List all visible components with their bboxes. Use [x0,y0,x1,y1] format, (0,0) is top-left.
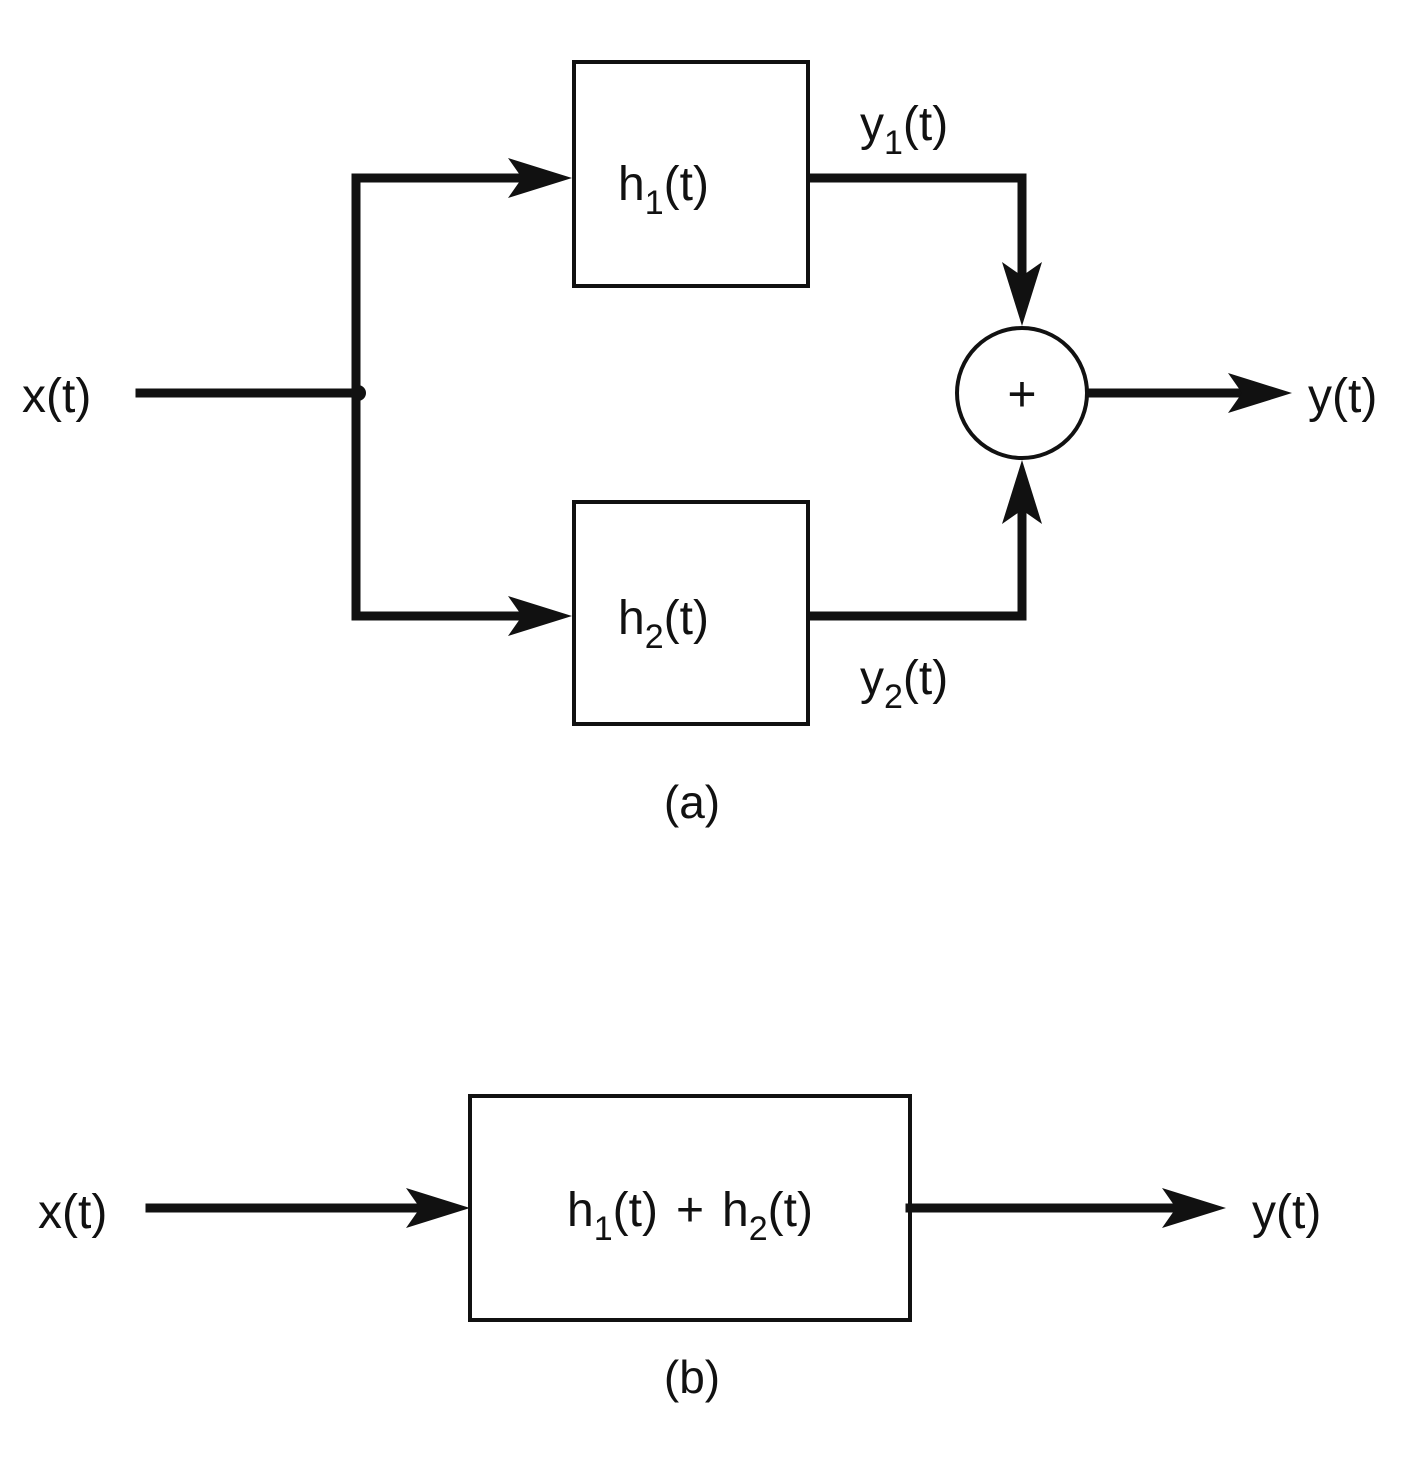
block-h1-label: h1(t) [618,158,709,222]
arrow-into-summer-top [1002,262,1042,326]
block-sum [468,1094,912,1322]
caption-a: (a) [664,776,720,828]
diagram-b: x(t) h1(t)+h2(t) y(t) (b) [38,1094,1321,1403]
arrow-into-h1 [508,158,572,198]
arrow-into-h2 [508,596,572,636]
wire-y2 [803,505,1027,621]
block-h1 [572,60,810,288]
summing-junction [955,326,1089,460]
output-label-a: y(t) [1308,370,1377,423]
summer-plus-sign: + [1007,366,1036,422]
caption-b: (b) [664,1351,720,1403]
block-h2-label: h2(t) [618,592,709,656]
block-sum-label: h1(t)+h2(t) [567,1184,813,1248]
signal-y1-label: y1(t) [860,98,948,162]
output-label-b: y(t) [1252,1186,1321,1239]
diagram-a: x(t) h1(t) h2(t) y1(t) y2(t) + y(t) (a) [22,60,1377,828]
signal-y2-label: y2(t) [860,652,948,716]
arrow-into-summer-bottom [1002,460,1042,524]
wire-y1 [803,173,1027,281]
input-label-a: x(t) [22,370,91,423]
output-arrow-a [1228,373,1292,413]
output-arrow-b [1162,1188,1226,1228]
block-h2 [572,500,810,726]
input-label-b: x(t) [38,1186,107,1239]
input-arrow-b [406,1188,470,1228]
